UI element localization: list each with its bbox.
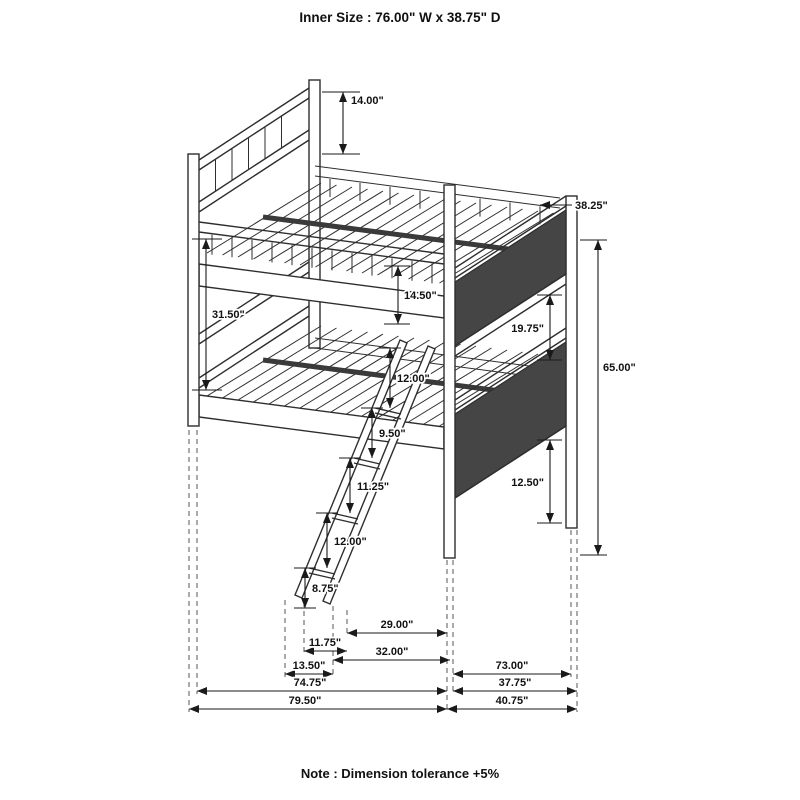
dim-ladder-offset-2: 13.50" (285, 658, 333, 678)
top-bunk-center-beam (262, 214, 509, 252)
bed-frame (187, 79, 578, 605)
dim-label-ladder-span: 29.00" (381, 619, 414, 631)
dim-label-bunk-gap-left: 31.50" (212, 309, 245, 321)
dim-overall-height: 65.00" (580, 239, 638, 556)
bottom-footboard-panel (454, 340, 567, 500)
dim-frame-depth: 37.75" (453, 675, 577, 695)
dim-label-ladder-offset-1: 11.75" (309, 637, 341, 649)
foot-end (443, 184, 578, 559)
dim-ladder-span-outer: 32.00" (333, 644, 450, 664)
dim-label-footboard-clearance: 12.50" (511, 477, 544, 489)
foot-back-post (565, 195, 578, 529)
headboard (198, 87, 310, 389)
dim-overall-depth: 40.75" (447, 693, 577, 713)
ladder-right-rail (322, 345, 436, 605)
dim-headboard-height: 14.00" (322, 91, 386, 155)
dim-bed-depth-top: 38.25" (540, 198, 610, 214)
dimension-annotations: 14.00" 38.25" 31.50" 14.50" 12.00" (188, 91, 638, 713)
dim-label-ladder-step-3: 11.25" (357, 481, 389, 493)
dim-frame-length-inner: 73.00" (453, 658, 571, 678)
dim-label-frame-length-inner: 73.00" (496, 660, 529, 672)
dim-ladder-offset-1: 11.75" (304, 635, 347, 655)
dim-label-frame-length: 74.75" (294, 677, 327, 689)
dim-label-headboard-height: 14.00" (351, 95, 384, 107)
dim-ladder-step-4: 12.00" (316, 512, 369, 568)
tolerance-note: Note : Dimension tolerance +5% (300, 766, 500, 781)
dim-label-ladder-step-4: 12.00" (334, 536, 367, 548)
dim-label-overall-length: 79.50" (289, 695, 322, 707)
dim-label-top-rail-height: 14.50" (404, 290, 437, 302)
dim-footboard-clearance: 12.50" (510, 439, 562, 524)
head-front-post (187, 153, 200, 427)
inner-size-title: Inner Size : 76.00" W x 38.75" D (299, 10, 501, 25)
dim-ladder-step-5: 8.75" (294, 567, 340, 609)
top-bunk-back-rail (314, 165, 561, 225)
dim-label-overall-height: 65.00" (603, 362, 636, 374)
dim-ladder-step-2: 9.50" (361, 407, 407, 458)
dim-label-foot-gap: 19.75" (511, 323, 544, 335)
dim-foot-gap: 19.75" (510, 294, 562, 361)
dim-ladder-span: 29.00" (347, 617, 447, 637)
dim-label-ladder-step-2: 9.50" (379, 428, 406, 440)
dim-ladder-step-3: 11.25" (339, 457, 391, 513)
foot-front-post (443, 184, 456, 559)
dim-overall-length: 79.50" (189, 693, 447, 713)
dim-label-ladder-step-1: 12.00" (397, 373, 430, 385)
dim-label-overall-depth: 40.75" (496, 695, 529, 707)
dim-label-ladder-offset-2: 13.50" (293, 660, 326, 672)
dim-label-frame-depth: 37.75" (499, 677, 532, 689)
dim-label-ladder-step-5: 8.75" (312, 583, 339, 595)
dim-top-rail-height: 14.50" (384, 265, 439, 325)
ladder-rungs (308, 407, 402, 580)
dim-label-ladder-span-outer: 32.00" (376, 646, 409, 658)
dim-frame-length: 74.75" (197, 675, 447, 695)
head-back-post (308, 79, 321, 349)
dim-ladder-step-1: 12.00" (379, 347, 432, 408)
dim-label-bed-depth-top: 38.25" (575, 200, 608, 212)
dim-bunk-gap-left: 31.50" (192, 238, 247, 391)
